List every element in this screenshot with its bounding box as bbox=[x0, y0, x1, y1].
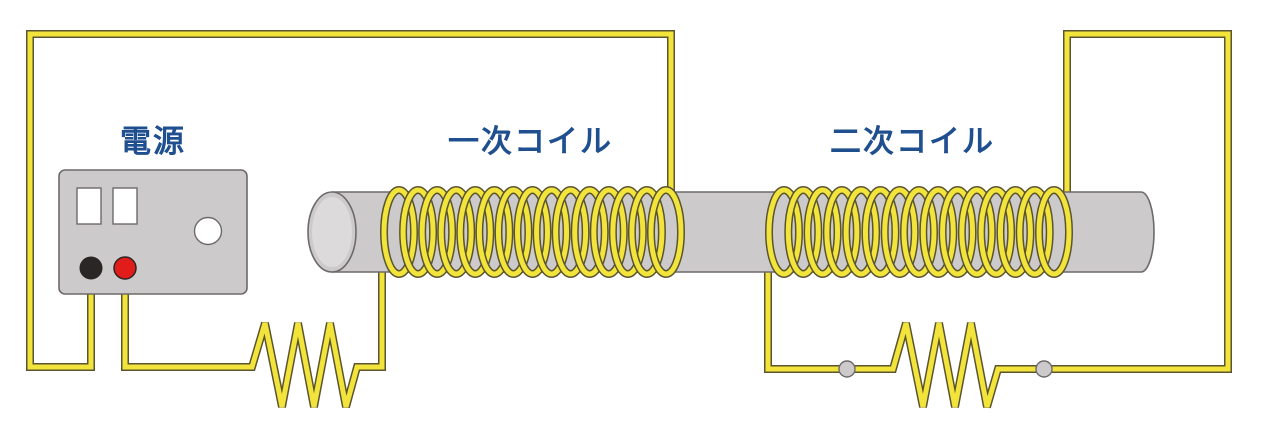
secondary-resistor-icon bbox=[764, 30, 1232, 409]
coil-turn bbox=[842, 186, 881, 278]
secondary-node-left bbox=[838, 360, 856, 378]
primary-wire-top bbox=[26, 30, 675, 371]
secondary-coil bbox=[765, 186, 1073, 278]
coil-turn bbox=[822, 186, 861, 278]
coil-turn bbox=[589, 186, 628, 278]
coil-turn bbox=[627, 186, 666, 278]
coil-turn bbox=[475, 186, 514, 278]
coil-turn bbox=[399, 186, 438, 278]
coil-turn bbox=[456, 186, 495, 278]
coil-turn bbox=[437, 186, 476, 278]
coil-turn bbox=[861, 186, 900, 278]
coil-turn bbox=[380, 186, 418, 278]
coil-turn bbox=[418, 186, 457, 278]
coil-turn bbox=[1035, 186, 1073, 278]
secondary-coil-label: 二次コイル bbox=[830, 124, 995, 160]
coil-turn bbox=[996, 186, 1035, 278]
coil-turn bbox=[765, 186, 803, 278]
coil-turn bbox=[880, 186, 919, 278]
primary-resistor-icon bbox=[121, 268, 386, 409]
red-terminal-icon bbox=[113, 256, 137, 280]
coils bbox=[380, 186, 1073, 278]
coil-turn bbox=[938, 186, 977, 278]
coil-turn bbox=[977, 186, 1016, 278]
black-terminal-icon bbox=[79, 256, 103, 280]
core-end-highlight bbox=[312, 197, 352, 267]
coil-turn bbox=[647, 186, 685, 278]
primary-coil-label: 一次コイル bbox=[448, 124, 613, 160]
coil-turn bbox=[570, 186, 609, 278]
power-source-box bbox=[58, 169, 248, 295]
coil-turn bbox=[494, 186, 533, 278]
coil-turn bbox=[513, 186, 552, 278]
coil-turn bbox=[803, 186, 842, 278]
wires bbox=[26, 30, 1232, 409]
secondary-node-right bbox=[1035, 360, 1053, 378]
coil-turn bbox=[551, 186, 590, 278]
coil-turn bbox=[532, 186, 571, 278]
power-meter-left bbox=[76, 187, 102, 225]
primary-coil bbox=[380, 186, 685, 278]
power-meter-right bbox=[112, 187, 138, 225]
power-source bbox=[58, 169, 248, 295]
coil-turn bbox=[900, 186, 938, 278]
coil-turn bbox=[919, 186, 958, 278]
coil-turn bbox=[608, 186, 647, 278]
power-source-label: 電源 bbox=[120, 124, 186, 160]
coil-turn bbox=[1015, 186, 1054, 278]
power-knob-icon bbox=[193, 216, 223, 246]
coil-turn bbox=[957, 186, 996, 278]
coil-turn bbox=[784, 186, 823, 278]
